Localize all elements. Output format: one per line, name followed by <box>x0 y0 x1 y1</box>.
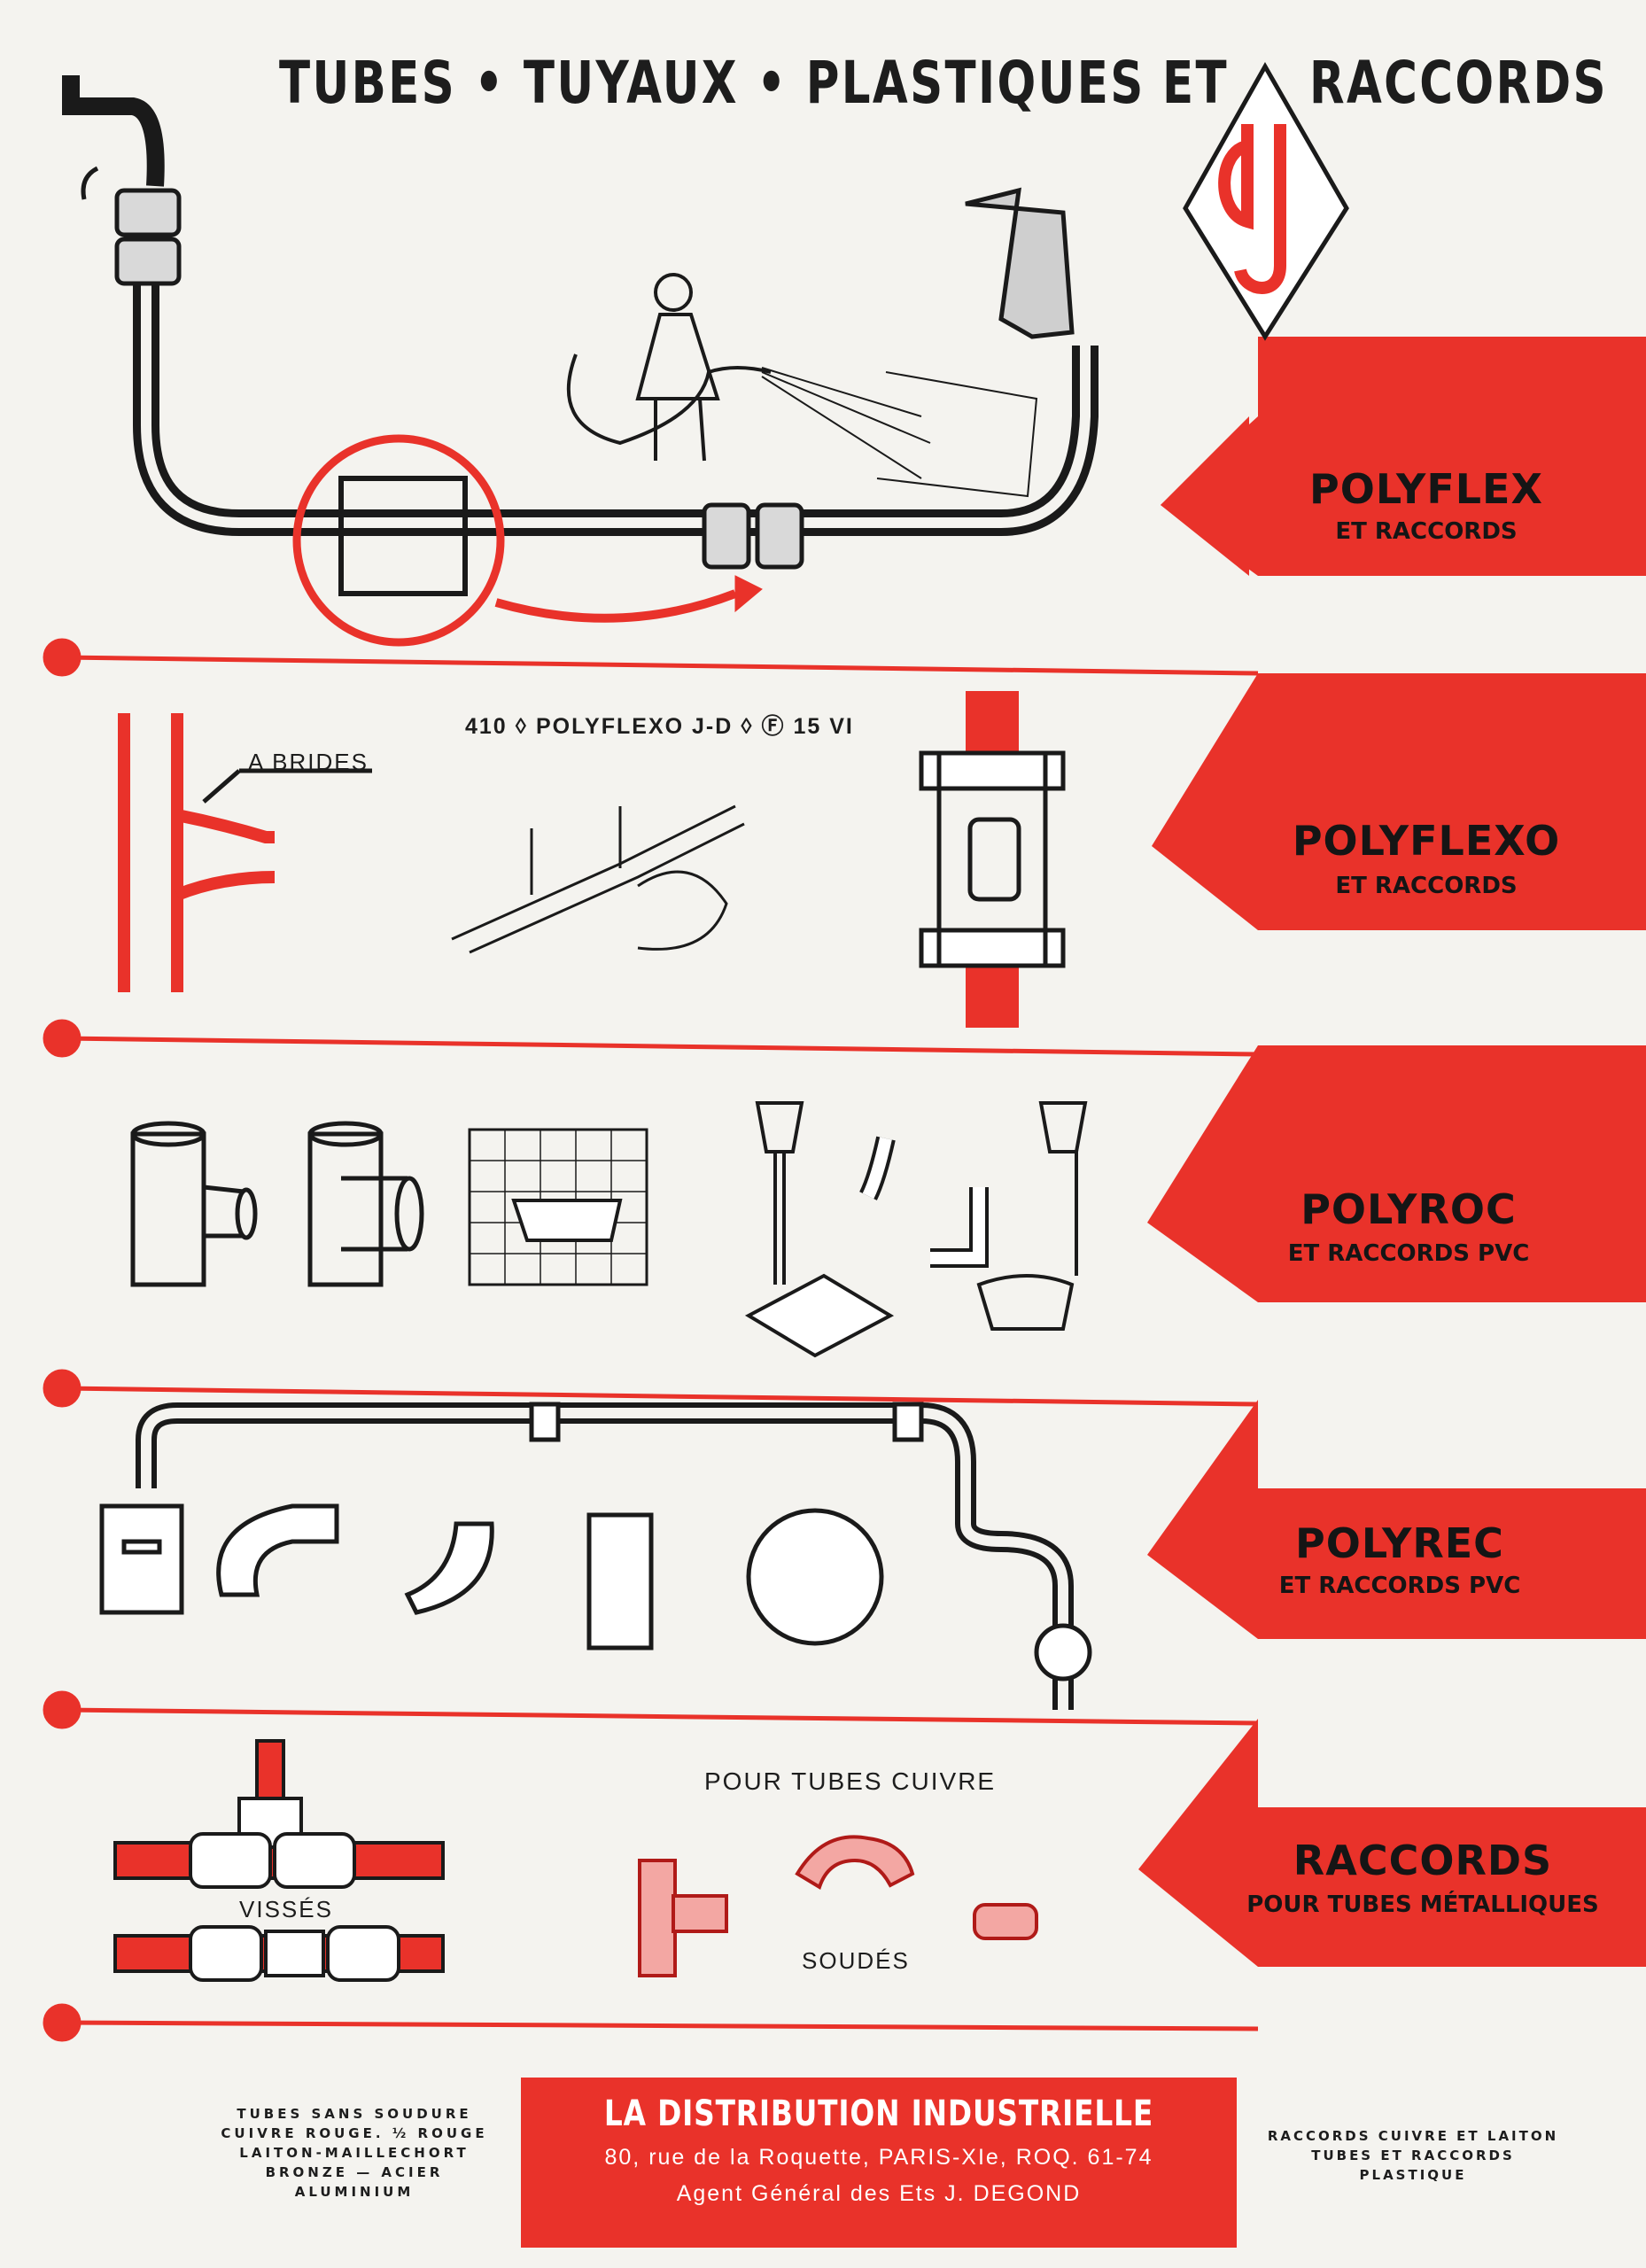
company-address: 80, rue de la Roquette, PARIS-XIe, ROQ. … <box>604 2145 1153 2170</box>
conduit-fittings <box>99 1402 1092 1682</box>
soldered-fittings <box>638 1835 1038 1977</box>
union-fitting <box>919 691 1066 1028</box>
product-name-polyflexo: POLYFLEXO <box>1292 817 1561 865</box>
footer-left-item: BRONZE — ACIER <box>265 2164 444 2180</box>
threaded-fittings <box>113 1739 445 1982</box>
footer-right-item: TUBES ET RACCORDS <box>1311 2148 1515 2163</box>
footer-left-item: ALUMINIUM <box>294 2184 415 2200</box>
product-name-polyflex: POLYFLEX <box>1309 465 1543 513</box>
pvc-tee-fittings <box>130 1121 424 1287</box>
arrow-band-2 <box>1152 673 1646 1045</box>
arrow-band-1 <box>1161 337 1646 673</box>
company-name: LA DISTRIBUTION INDUSTRIELLE <box>603 2093 1154 2134</box>
product-name-raccords: RACCORDS <box>1293 1837 1553 1884</box>
label-soudes: SOUDÉS <box>802 1947 910 1974</box>
company-box: LA DISTRIBUTION INDUSTRIELLE 80, rue de … <box>521 2078 1237 2248</box>
product-name-polyrec: POLYREC <box>1295 1519 1504 1567</box>
footer-left-item: LAITON-MAILLECHORT <box>239 2145 470 2161</box>
divider-dot <box>43 2003 82 2042</box>
label-visses: VISSÉS <box>239 1896 333 1922</box>
woman-watering <box>566 273 1038 498</box>
product-subtitle-polyrec: ET RACCORDS PVC <box>1278 1573 1521 1599</box>
product-subtitle-polyflex: ET RACCORDS <box>1335 518 1518 545</box>
hose-illustration <box>62 75 1099 647</box>
footer-right-item: RACCORDS CUIVRE ET LAITON <box>1267 2128 1559 2144</box>
product-subtitle-raccords: POUR TUBES MÉTALLIQUES <box>1246 1891 1599 1918</box>
divider-dot <box>43 1369 82 1408</box>
footer-left-item: TUBES SANS SOUDURE <box>237 2106 472 2122</box>
label-pour-tubes-cuivre: POUR TUBES CUIVRE <box>704 1767 997 1795</box>
product-name-polyroc: POLYROC <box>1300 1185 1517 1233</box>
divider-dot <box>43 1019 82 1058</box>
company-agent: Agent Général des Ets J. DEGOND <box>676 2181 1082 2206</box>
arrow-band-3 <box>1147 1045 1646 1488</box>
page-title-left: TUBES • TUYAUX • PLASTIQUES <box>279 49 1145 117</box>
footer-left-list: TUBES SANS SOUDURE CUIVRE ROUGE. ½ ROUGE… <box>204 2104 505 2202</box>
sink-illustration <box>468 1128 648 1286</box>
label-brides: A BRIDES <box>248 749 369 775</box>
page-title-et: ET <box>1162 49 1229 117</box>
label-marking: 410 ◊ POLYFLEXO J-D ◊ Ⓕ 15 VI <box>465 714 854 739</box>
page-title-right: RACCORDS <box>1309 49 1608 117</box>
toilet-illustration <box>744 1101 1088 1358</box>
footer-right-item: PLASTIQUE <box>1359 2167 1467 2183</box>
jd-logo <box>1183 61 1349 341</box>
divider-dot <box>43 638 82 677</box>
product-subtitle-polyflexo: ET RACCORDS <box>1335 873 1518 899</box>
product-subtitle-polyroc: ET RACCORDS PVC <box>1287 1240 1530 1267</box>
footer-right-list: RACCORDS CUIVRE ET LAITON TUBES ET RACCO… <box>1258 2126 1568 2185</box>
footer-left-item: CUIVRE ROUGE. ½ ROUGE <box>221 2125 488 2141</box>
flange-fitting <box>118 713 372 992</box>
divider-dot <box>43 1690 82 1729</box>
arrow-band-4 <box>1147 1400 1646 1834</box>
trench-illustration <box>451 804 745 954</box>
arrow-band-5 <box>1138 1719 1646 2029</box>
